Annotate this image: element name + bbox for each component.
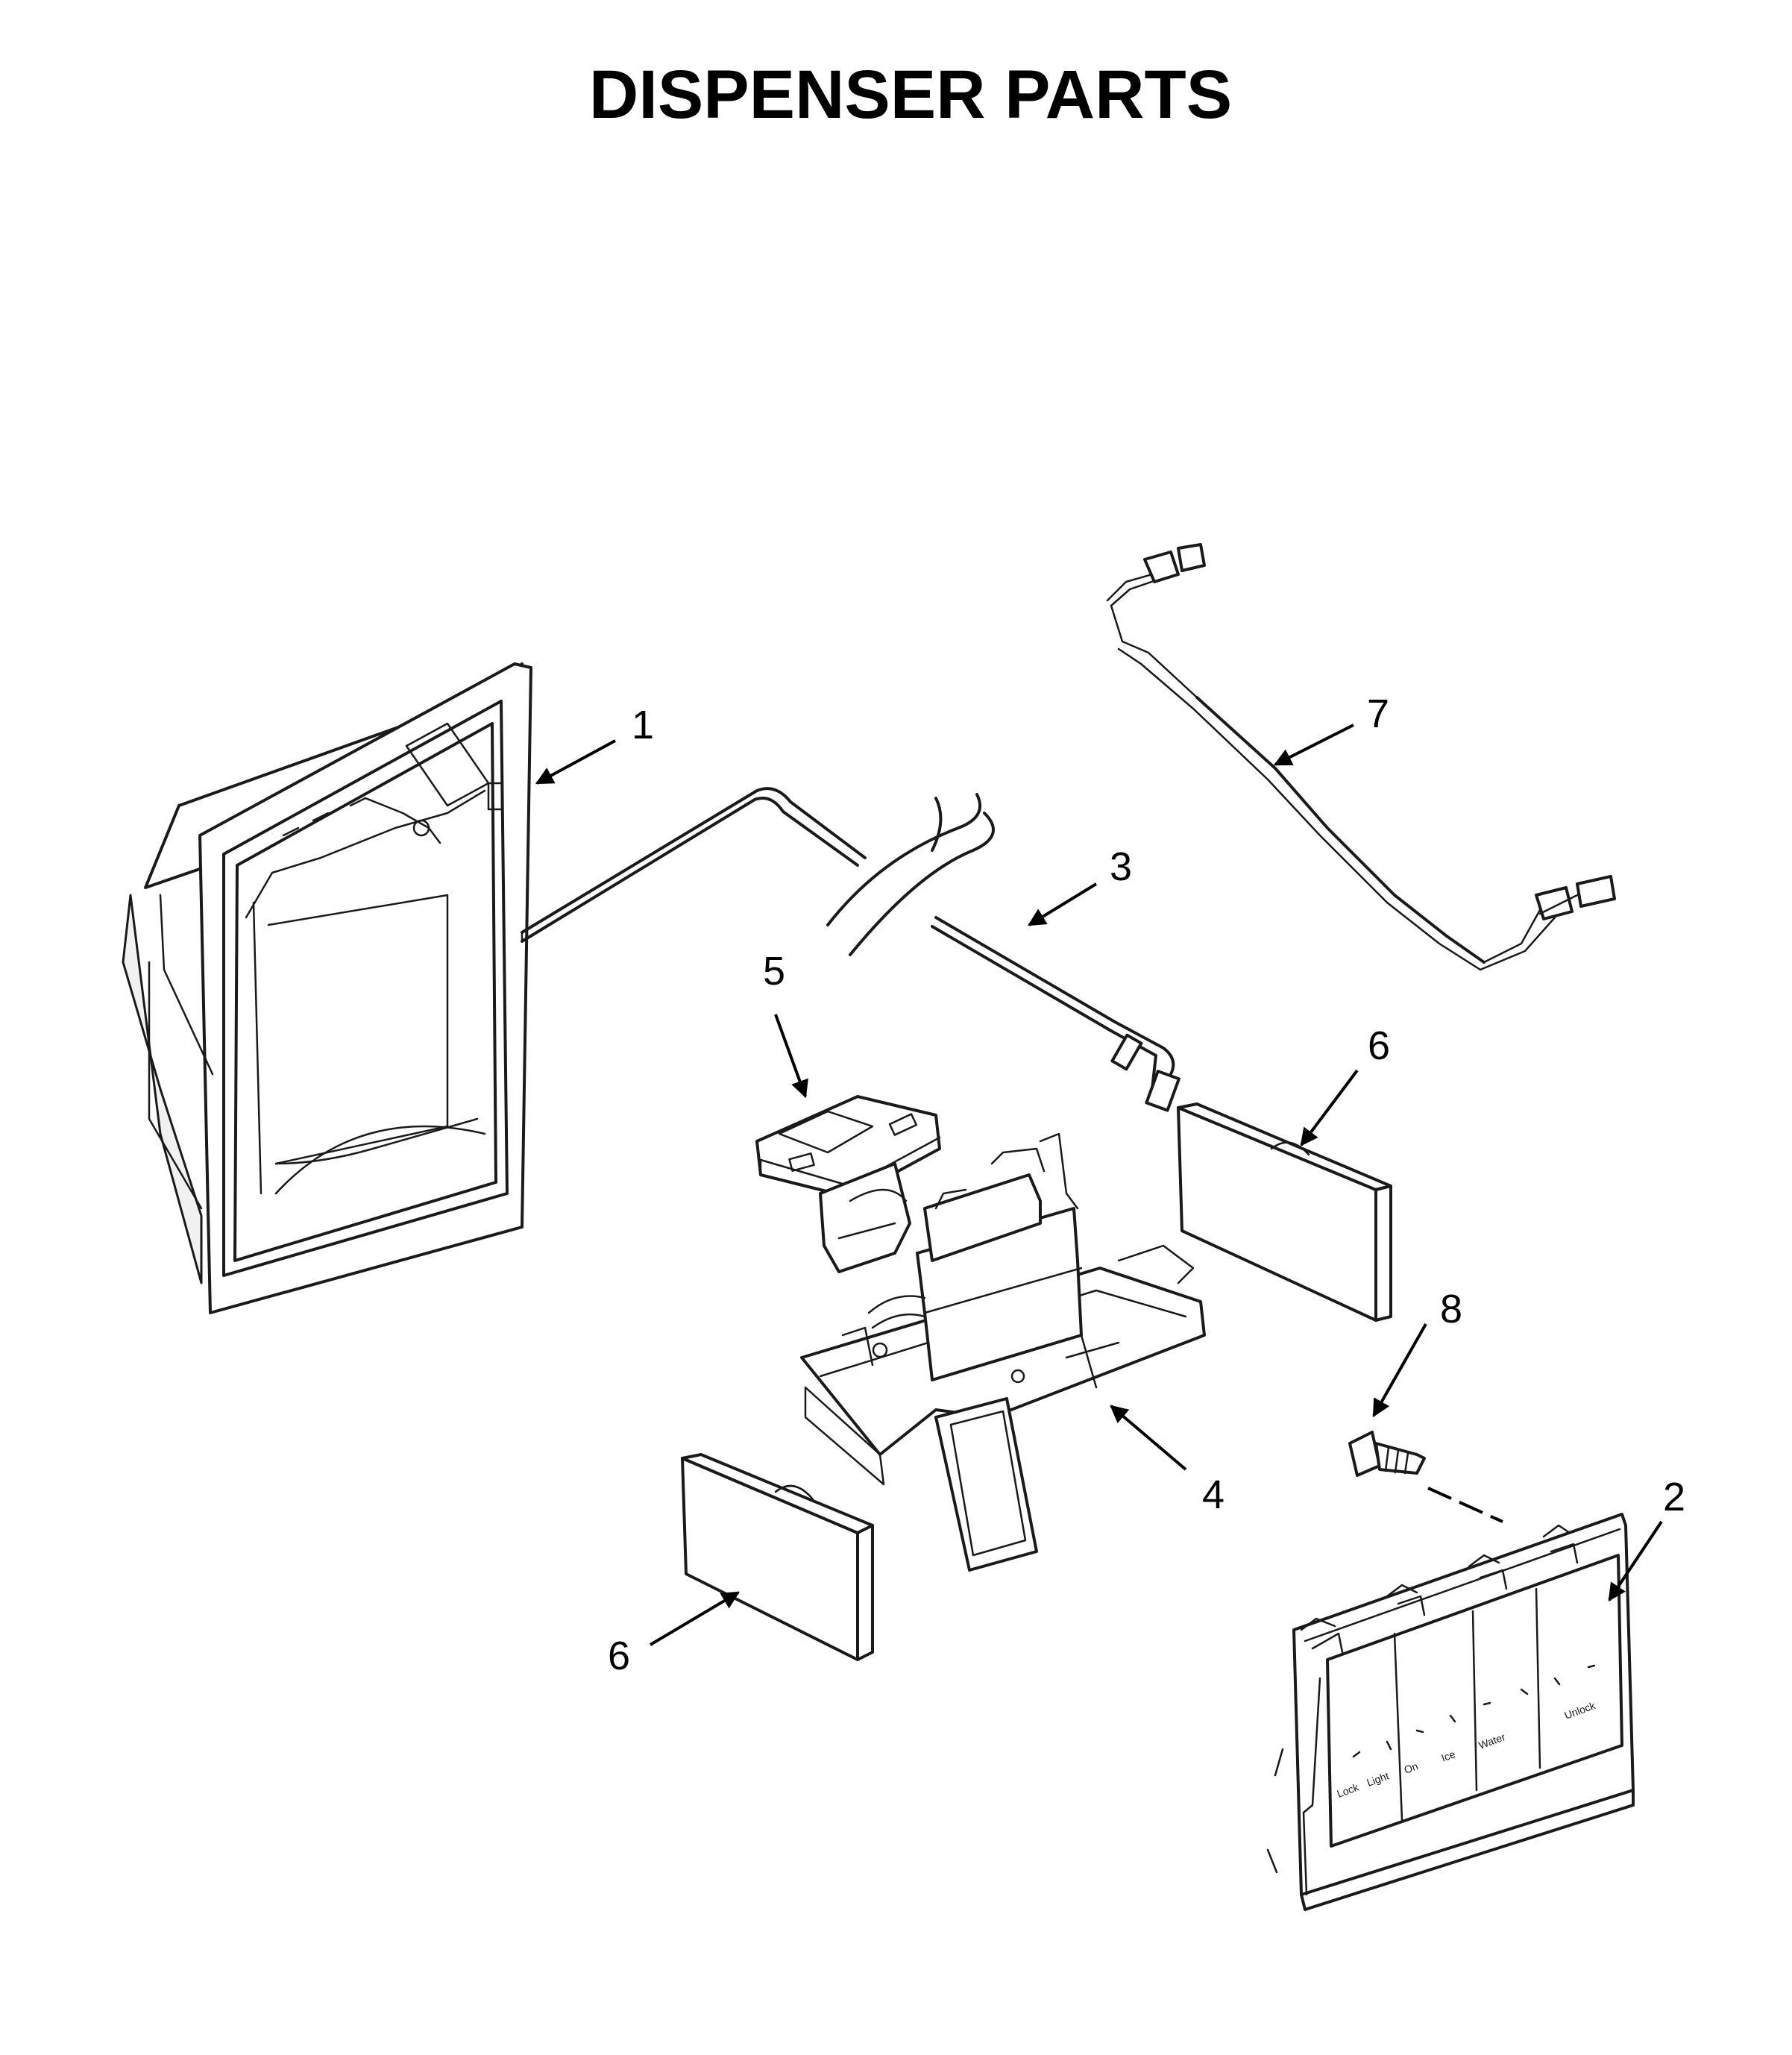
leader-arrows [535, 724, 1663, 1646]
callout-1: 1 [632, 703, 654, 747]
leader-arrow-8 [1372, 1323, 1427, 1418]
callout-6-upper: 6 [1368, 1023, 1390, 1068]
part-3-water-tube [521, 787, 1180, 1112]
diagram-title: DISPENSER PARTS [589, 57, 1232, 133]
callout-2: 2 [1663, 1475, 1685, 1519]
part-4-dispenser-bracket [800, 1132, 1206, 1572]
leader-arrow-4 [1110, 1405, 1187, 1471]
part-8-screw [1348, 1431, 1503, 1523]
leader-arrow-5 [774, 1014, 808, 1099]
part-6-upper-trim-panel [1177, 1102, 1392, 1322]
callout-4: 4 [1202, 1472, 1224, 1517]
panel-label-ice: Ice [1440, 1748, 1457, 1763]
callout-7: 7 [1367, 691, 1389, 736]
leader-arrow-2 [1608, 1520, 1663, 1601]
callout-5: 5 [763, 949, 785, 994]
part-7-wire-harness [1106, 543, 1616, 971]
part-1-dispenser-housing [122, 662, 532, 1314]
leader-arrow-6-lower [649, 1591, 741, 1646]
leader-arrow-1 [535, 739, 616, 785]
leader-arrow-7 [1273, 724, 1354, 766]
leader-arrow-3 [1027, 882, 1098, 926]
callout-6-lower: 6 [608, 1634, 630, 1678]
part-2-control-panel: Lock Light On Ice Water Unlock [1266, 1513, 1635, 1911]
part-6-lower-trim-panel [681, 1453, 874, 1661]
panel-label-on: On [1403, 1760, 1420, 1775]
part-5-actuator [755, 1095, 941, 1273]
leader-arrow-6-upper [1300, 1069, 1359, 1146]
callout-3: 3 [1110, 844, 1132, 889]
callout-8: 8 [1440, 1287, 1462, 1331]
